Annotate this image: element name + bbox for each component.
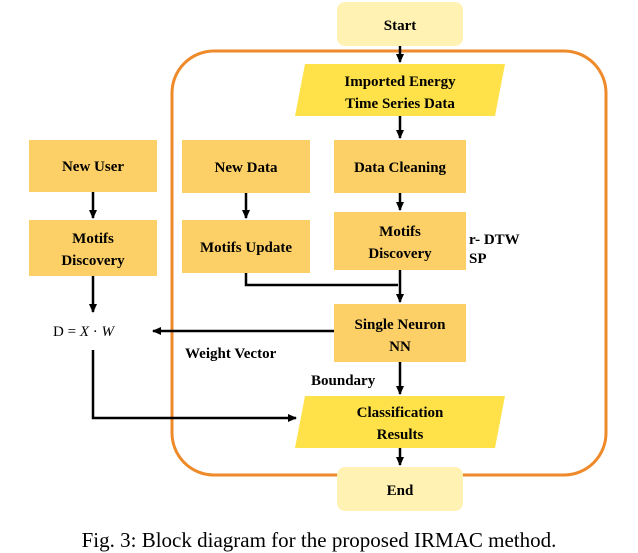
new-data-label: New Data [215,160,278,176]
imported-data-node: Imported Energy Time Series Data [295,64,505,116]
single-neuron-line1: Single Neuron [355,317,447,333]
arrow-formula-classification [91,350,297,422]
formula-w: W [101,324,115,340]
motifs-left-line1: Motifs [72,231,114,247]
motifs-discovery-center-node: Motifs Discovery [334,212,466,270]
data-cleaning-node: Data Cleaning [334,140,466,193]
rdtw-label: r- DTW [469,232,520,248]
motifs-discovery-left-node: Motifs Discovery [29,220,157,276]
connectors [89,46,404,466]
motifs-update-node: Motifs Update [182,220,310,273]
sp-label: SP [469,251,487,267]
formula-eq: = [64,324,80,340]
arrow-update-to-center [244,273,398,287]
new-user-node: New User [29,140,157,192]
end-node: End [337,467,463,511]
imported-data-line1: Imported Energy [344,74,456,90]
motifs-left-line2: Discovery [61,253,125,269]
formula-x: X [79,324,90,340]
single-neuron-line2: NN [389,339,411,355]
data-cleaning-label: Data Cleaning [354,160,447,176]
single-neuron-node: Single Neuron NN [334,304,466,362]
weight-vector-label: Weight Vector [185,346,277,362]
motifs-update-label: Motifs Update [200,240,292,256]
motifs-center-line2: Discovery [368,246,432,262]
end-label: End [387,483,414,499]
motifs-center-line1: Motifs [379,224,421,240]
classification-line1: Classification [357,405,444,421]
imported-data-line2: Time Series Data [345,96,455,112]
formula: D = X · W [53,324,115,340]
start-label: Start [384,18,417,34]
boundary-label: Boundary [311,373,376,389]
classification-line2: Results [377,427,424,443]
figure-caption: Fig. 3: Block diagram for the proposed I… [81,528,557,552]
classification-results-node: Classification Results [295,396,505,448]
new-user-label: New User [62,159,124,175]
formula-lhs: D [53,324,64,340]
start-node: Start [337,2,463,46]
new-data-node: New Data [182,140,310,193]
formula-dot: · [89,324,102,340]
